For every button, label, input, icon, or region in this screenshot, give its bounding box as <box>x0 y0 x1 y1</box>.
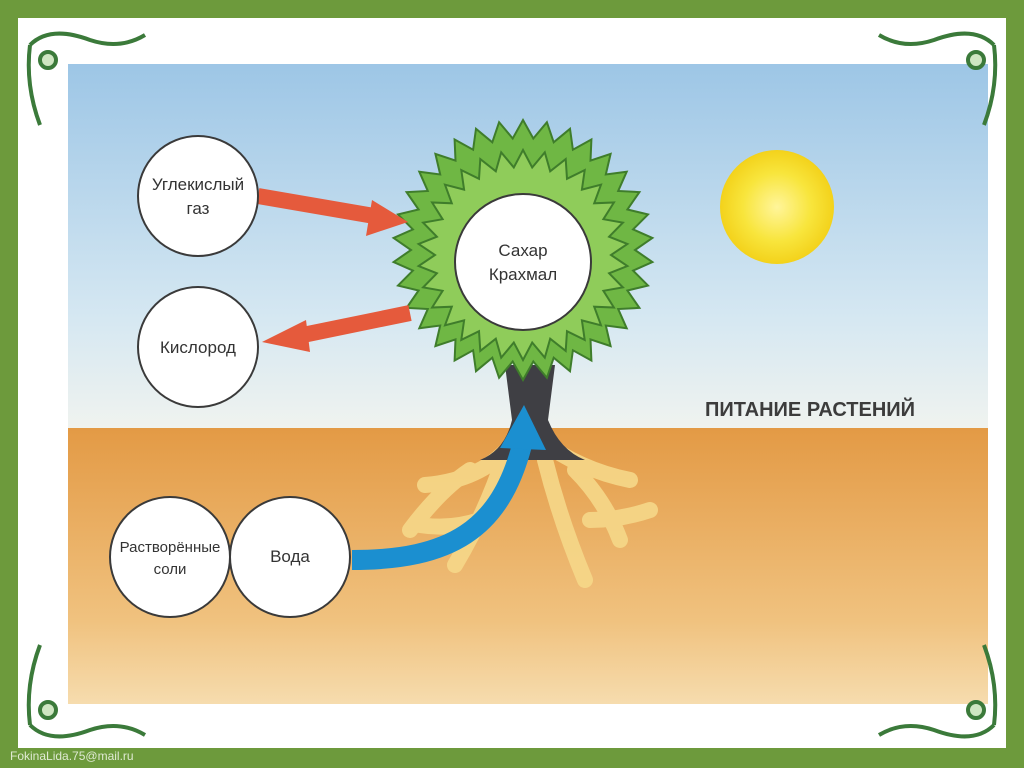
water-arrow-head-icon <box>500 405 546 450</box>
water-node <box>229 496 351 618</box>
co2-arrow <box>256 188 382 225</box>
sugar-label-line2: Крахмал <box>489 265 557 284</box>
oxygen-label: Кислород <box>160 338 236 357</box>
diagram-title: ПИТАНИЕ РАСТЕНИЙ <box>705 397 915 421</box>
co2-node <box>137 135 259 257</box>
watermark: FokinaLida.75@mail.ru <box>10 749 134 763</box>
corner-ornament-icon <box>26 644 147 739</box>
sugar-label-line1: Сахар <box>498 241 547 260</box>
oxygen-arrow <box>296 305 412 344</box>
sun-icon <box>720 150 834 264</box>
oxygen-node <box>137 286 259 408</box>
co2-label-line2: газ <box>187 199 210 218</box>
corner-ornament-icon <box>877 31 998 126</box>
salts-label-line1: Растворённые <box>120 539 221 556</box>
water-label: Вода <box>270 547 310 566</box>
co2-arrow-head-icon <box>366 200 408 236</box>
water-flow-arrow <box>351 442 532 570</box>
corner-ornament-icon <box>877 644 998 739</box>
salts-node <box>109 496 231 618</box>
corner-ornament-icon <box>26 31 147 126</box>
tree-trunk <box>480 365 585 460</box>
sugar-starch-node <box>454 193 592 331</box>
salts-label-line2: соли <box>154 561 187 578</box>
oxygen-arrow-head-icon <box>262 320 310 352</box>
co2-label-line1: Углекислый <box>152 175 244 194</box>
